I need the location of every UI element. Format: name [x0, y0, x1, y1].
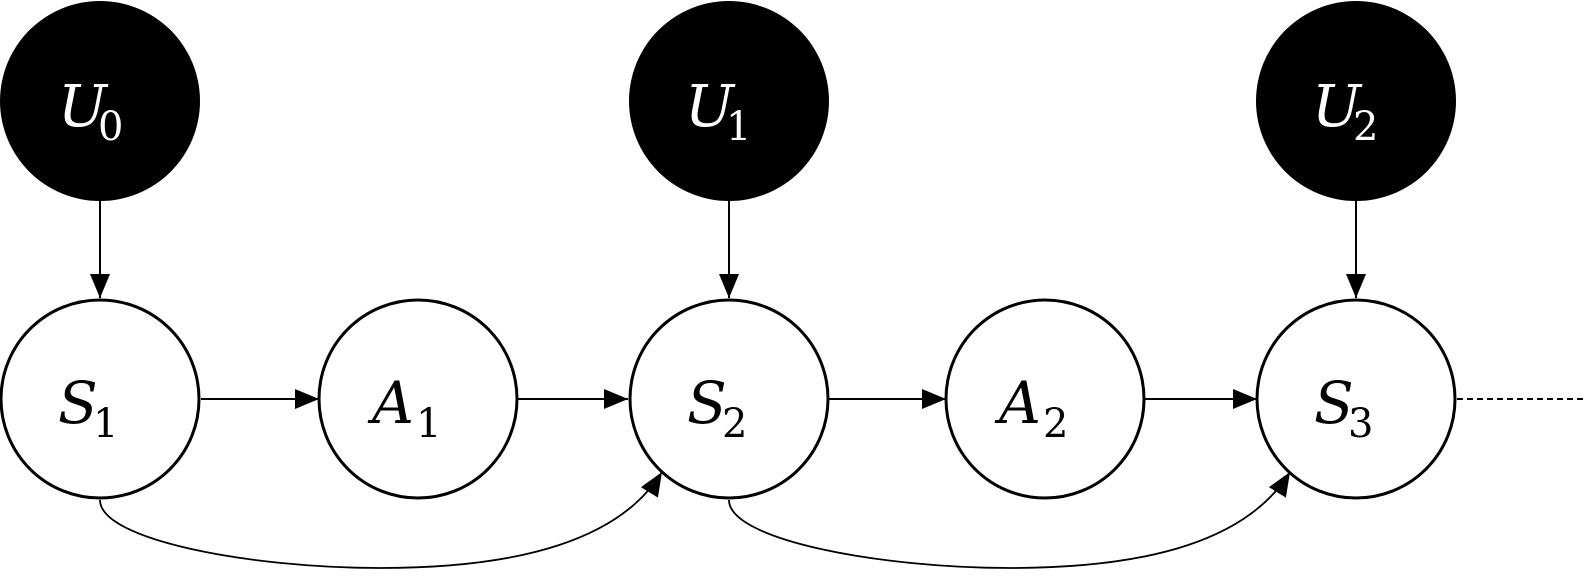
node-s1-symbol: S: [58, 369, 98, 437]
node-u0-sub: 0: [98, 104, 123, 150]
node-s3: S 3: [1255, 298, 1457, 500]
node-u1: U 1: [629, 1, 829, 201]
node-u0: U 0: [0, 1, 200, 201]
node-s3-symbol: S: [1314, 369, 1354, 437]
node-u2-sub: 2: [1353, 104, 1378, 150]
node-u2-symbol: U: [1312, 72, 1363, 140]
node-u0-symbol: U: [58, 72, 109, 140]
node-s2-symbol: S: [687, 369, 727, 437]
node-s1-sub: 1: [93, 401, 118, 447]
node-u1-symbol: U: [685, 72, 736, 140]
node-a2: A 2: [944, 298, 1146, 500]
edge-s2-s3-curved: [728, 471, 1291, 569]
edge-s1-s2-curved: [99, 471, 663, 569]
node-a2-sub: 2: [1043, 401, 1068, 447]
node-s2-sub: 2: [722, 401, 747, 447]
node-s2: S 2: [628, 298, 830, 500]
edges: [90, 201, 1586, 569]
node-a2-symbol: A: [994, 369, 1041, 437]
node-s3-sub: 3: [1348, 401, 1373, 447]
node-a1-sub: 1: [416, 401, 441, 447]
node-u2: U 2: [1256, 1, 1456, 201]
node-u1-sub: 1: [726, 104, 751, 150]
node-s1: S 1: [0, 298, 201, 500]
node-a1: A 1: [317, 298, 519, 500]
node-a1-symbol: A: [367, 369, 414, 437]
